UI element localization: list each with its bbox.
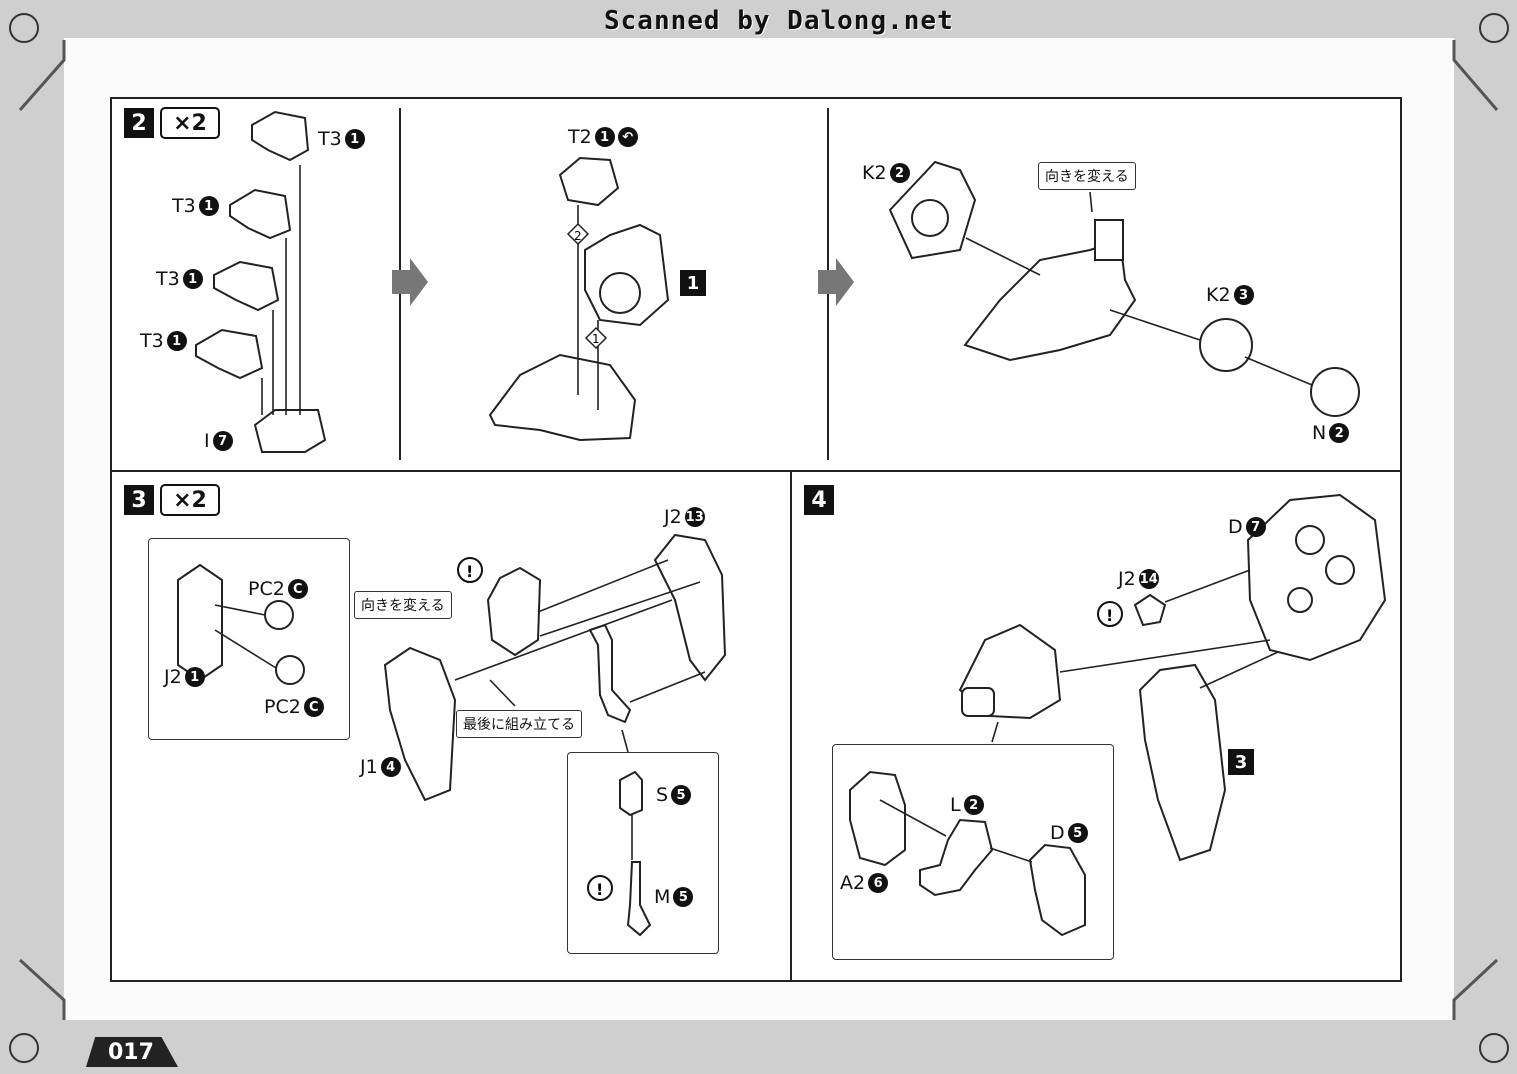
note-change-direction-step3: 向きを変える — [354, 591, 452, 619]
step2-multiplier: ×2 — [160, 107, 220, 139]
note-change-direction-step2: 向きを変える — [1038, 162, 1136, 190]
j2-part — [177, 563, 223, 682]
subassembly-3 — [1138, 663, 1227, 862]
m-part — [626, 861, 652, 937]
s-part — [619, 770, 643, 817]
order-mark-1: 1 — [592, 332, 600, 346]
t2-part — [558, 156, 620, 207]
note-assemble-last: 最後に組み立てる — [456, 710, 582, 738]
subassembly-ref-1: 1 — [680, 270, 706, 296]
j1-part — [383, 646, 457, 802]
base-assembly — [488, 353, 637, 442]
n-part — [1310, 367, 1360, 417]
scanner-watermark: Scanned by Dalong.net — [604, 6, 954, 36]
cut-icon: ↶ — [617, 127, 638, 147]
j2-13-part — [653, 533, 727, 682]
step2-panel — [110, 97, 1402, 473]
a2-part — [849, 770, 906, 867]
step3-inset-joint — [148, 538, 350, 740]
t3-part — [195, 110, 310, 380]
page-number: 017 — [86, 1037, 178, 1067]
d-part-7 — [1246, 493, 1387, 662]
i-part — [253, 409, 327, 453]
claw-assembly — [963, 238, 1137, 362]
subassembly-ref-3: 3 — [1228, 749, 1254, 775]
svg-text:!: ! — [596, 880, 603, 899]
step3-number: 3 — [124, 485, 154, 515]
rod-part — [588, 623, 632, 724]
k2-part-3 — [1199, 318, 1253, 372]
d-part-5 — [1028, 843, 1086, 937]
step3-multiplier: ×2 — [160, 484, 220, 516]
order-mark-2: 2 — [574, 229, 582, 243]
l-part — [919, 818, 994, 897]
step3-inset-rod — [567, 752, 719, 954]
j2-mid-part — [486, 566, 542, 657]
svg-text:!: ! — [1106, 606, 1113, 625]
svg-text:!: ! — [466, 562, 473, 581]
step4-inset-hip — [832, 744, 1114, 960]
step2-number: 2 — [124, 108, 154, 138]
j2-14-part — [1133, 593, 1167, 627]
step4-number: 4 — [804, 485, 834, 515]
